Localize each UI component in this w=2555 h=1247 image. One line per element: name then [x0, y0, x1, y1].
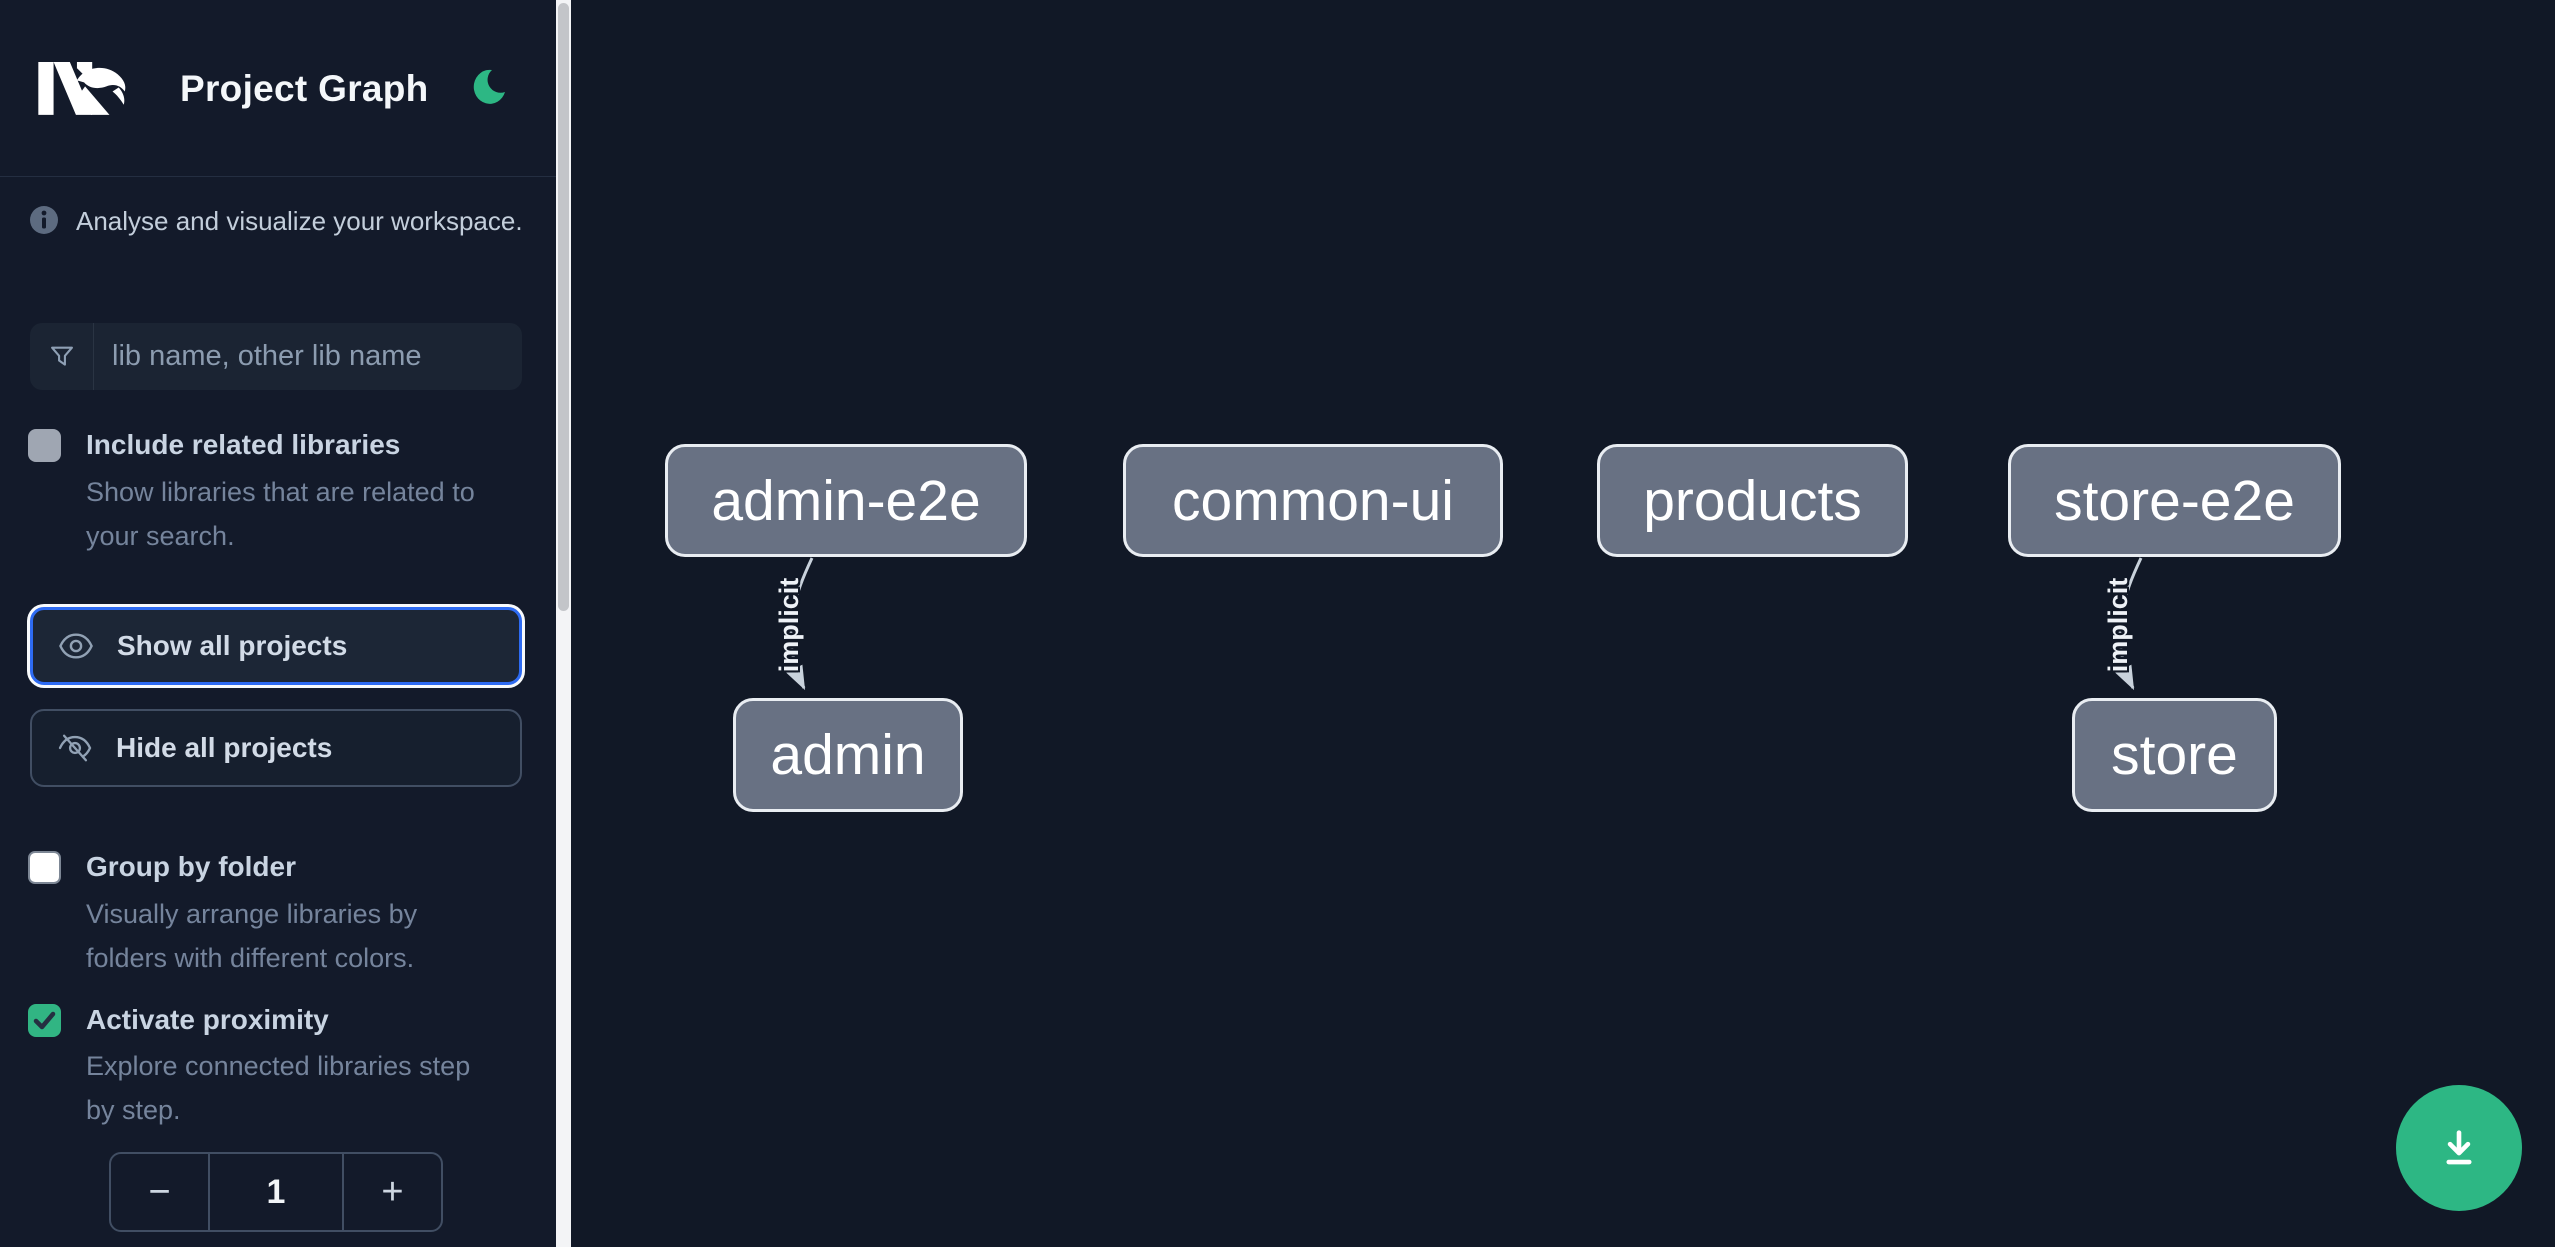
- description-line: folders with different colors.: [86, 943, 415, 973]
- edge-label-implicit: implicit: [2103, 577, 2133, 673]
- description-line: your search.: [86, 521, 235, 551]
- graph-canvas[interactable]: admin-e2e common-ui products store-e2e a…: [571, 0, 2555, 1247]
- graph-node-admin-e2e[interactable]: admin-e2e: [665, 444, 1027, 557]
- workspace-info-text: Analyse and visualize your workspace.: [76, 206, 523, 236]
- description-line: by step.: [86, 1095, 181, 1125]
- nx-logo: [38, 62, 126, 115]
- description-line: Visually arrange libraries by: [86, 899, 418, 929]
- stepper-value: 1: [208, 1154, 344, 1230]
- include-related-label[interactable]: Include related libraries: [86, 429, 401, 460]
- search-input[interactable]: [94, 323, 522, 390]
- search-bar: [30, 323, 522, 390]
- graph-node-admin[interactable]: admin: [733, 698, 963, 812]
- download-icon: [2446, 1130, 2472, 1165]
- increment-button[interactable]: +: [344, 1154, 441, 1230]
- sidebar: Project Graph Analyse and visualize your…: [0, 0, 556, 1247]
- activate-proximity-label[interactable]: Activate proximity: [86, 1004, 329, 1035]
- graph-node-products[interactable]: products: [1597, 444, 1908, 557]
- info-icon: [30, 206, 58, 234]
- page-title: Project Graph: [180, 68, 429, 109]
- graph-node-store-e2e[interactable]: store-e2e: [2008, 444, 2341, 557]
- show-all-projects-button[interactable]: Show all projects: [30, 607, 522, 685]
- hide-all-projects-button[interactable]: Hide all projects: [30, 709, 522, 787]
- proximity-depth-stepper: − 1 +: [109, 1152, 443, 1232]
- graph-node-common-ui[interactable]: common-ui: [1123, 444, 1503, 557]
- description-line: Explore connected libraries step: [86, 1051, 471, 1081]
- edge-label-implicit: implicit: [774, 577, 804, 673]
- checkmark-icon: [33, 1011, 56, 1030]
- sidebar-scrollbar-thumb[interactable]: [558, 3, 569, 611]
- decrement-button[interactable]: −: [111, 1154, 208, 1230]
- description-line: Show libraries that are related to: [86, 477, 475, 507]
- activate-proximity-description: Explore connected libraries step by step…: [86, 1044, 470, 1132]
- group-by-folder-label[interactable]: Group by folder: [86, 851, 296, 882]
- hide-all-projects-label: Hide all projects: [116, 732, 333, 763]
- funnel-icon: [50, 346, 73, 366]
- group-by-folder-description: Visually arrange libraries by folders wi…: [86, 892, 417, 980]
- group-by-folder-checkbox[interactable]: [28, 851, 61, 884]
- sidebar-scrollbar-track: [556, 0, 571, 1247]
- moon-icon: [473, 69, 505, 104]
- graph-edges: [786, 557, 2143, 691]
- show-all-projects-label: Show all projects: [117, 630, 348, 661]
- include-related-checkbox[interactable]: [28, 429, 61, 462]
- eye-off-icon: [58, 734, 92, 762]
- graph-node-store[interactable]: store: [2072, 698, 2277, 812]
- theme-toggle-button[interactable]: [466, 66, 510, 110]
- filter-iconbox: [30, 323, 94, 390]
- eye-icon: [59, 633, 93, 659]
- include-related-description: Show libraries that are related to your …: [86, 470, 475, 558]
- activate-proximity-checkbox[interactable]: [28, 1004, 61, 1037]
- download-graph-button[interactable]: [2396, 1085, 2522, 1211]
- sidebar-header: Project Graph: [0, 0, 556, 177]
